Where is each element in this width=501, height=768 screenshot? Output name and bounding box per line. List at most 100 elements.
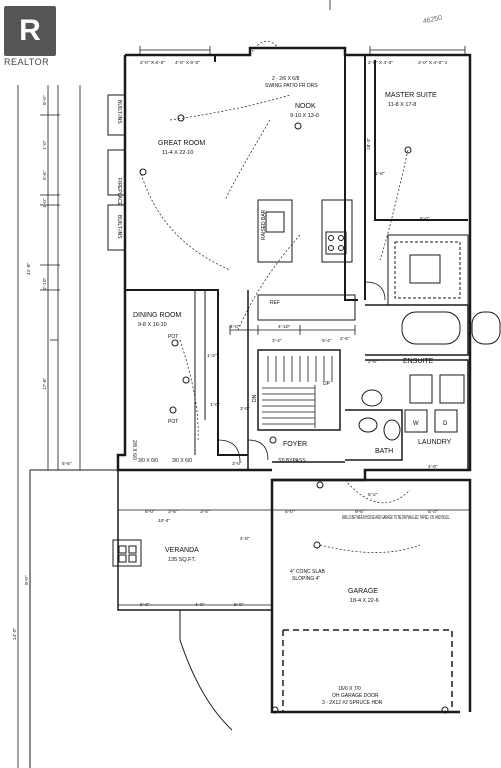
bath-toilet: [383, 419, 401, 441]
raised-bar-island: [257, 199, 293, 263]
dim-mid-9: 10'-4": [158, 518, 171, 524]
washer: [404, 409, 428, 433]
dim-left-10: 14'-0": [12, 627, 18, 640]
dim-top-gr: 2'-0" X 6'-0": [140, 60, 165, 66]
dim-left-3: 5'-6": [42, 170, 48, 180]
dim-mid-5: 5'-4": [322, 338, 332, 344]
stair-dn-label: DN: [252, 394, 258, 402]
fireplace: [107, 149, 126, 196]
kitchen-back-counter: [257, 294, 356, 321]
built-in-label-upper: BUILT-INS: [116, 100, 122, 124]
dim-mid-3: 2'-6": [340, 336, 350, 342]
ensuite-label: ENSUITE: [403, 358, 434, 365]
dim-mid-6: 1'-2": [207, 353, 217, 359]
ensuite-wall: [365, 304, 469, 356]
dim-mid-23: 4'-0": [428, 464, 438, 470]
kitchen-sink: [265, 211, 285, 233]
bathtub: [401, 311, 461, 345]
wall-dining: [125, 289, 248, 456]
garage-wall: [272, 478, 472, 712]
dim-mid-17: 5'-3": [428, 509, 438, 515]
veranda-label: VERANDA: [165, 547, 199, 554]
kitchen-range-counter: [321, 199, 353, 263]
pot-label-1: POT: [168, 334, 178, 340]
pot-label-2: POT: [168, 419, 178, 425]
dryer: [434, 409, 458, 433]
dimension-lines-bottom: [118, 509, 470, 606]
dim-mid-24: 1'-8": [375, 171, 385, 177]
bath-wall: [345, 409, 403, 461]
built-in-label-lower: BUILT-INS: [116, 215, 122, 239]
master-closet-fixture: [409, 254, 441, 284]
veranda-area: 135 SQ.FT.: [168, 557, 196, 563]
great-room-dims: 11-4 X 22-10: [162, 150, 193, 156]
window-label-1: 3/0 X 6/0: [138, 458, 158, 464]
site-line: [29, 469, 118, 768]
window-label-side: 2/8 X 6/0: [131, 440, 137, 460]
wall-nook-master: [214, 55, 358, 301]
dim-mid-14: 4'-0": [195, 602, 205, 608]
cooktop: [325, 231, 347, 255]
patio-dims: 2 - 2/6 X 6/8: [272, 76, 299, 82]
veranda-edge: [117, 470, 272, 611]
dimension-labels: 2'-0" X 6'-0" 4'-0" X 6'-0" 2'-0" X 4'-0…: [12, 60, 448, 640]
garage-door-note-2: OH GARAGE DOOR: [332, 693, 379, 699]
exterior-wall: [125, 46, 472, 714]
garage-door: [282, 629, 453, 712]
dim-mid-12: 4'-8": [240, 536, 250, 542]
dim-mid-1: 4'-0": [230, 324, 240, 330]
fireplace-label: FIREPLACE: [116, 178, 122, 206]
dim-mid-11: 3'-4": [200, 509, 210, 515]
dim-mid-20: 3'-0": [240, 406, 250, 412]
dim-mid-15: 5'-0": [234, 602, 244, 608]
dim-mid-10: 3'-6": [168, 509, 178, 515]
veranda-column: [112, 539, 142, 567]
svg-text:R: R: [19, 14, 41, 47]
nook-label: NOOK: [295, 103, 316, 110]
corner-note: 46250: [422, 15, 443, 26]
walkway: [179, 610, 233, 731]
dim-left-7: 17'-8": [42, 377, 48, 390]
garage-door-note-1: 16/0 X 7/0: [338, 686, 361, 692]
built-in-lower: [107, 204, 126, 251]
realtor-wordmark: REALTOR: [4, 57, 50, 67]
dim-left-9: 9'-0": [24, 575, 30, 585]
light-fixtures: [139, 114, 449, 714]
dim-left-2: 1'-0": [42, 140, 48, 150]
electrical-wiring: [139, 40, 421, 553]
laundry-label: LAUNDRY: [418, 439, 452, 446]
dim-left-1: 5'-0": [42, 95, 48, 105]
dryer-label: D: [443, 421, 448, 427]
realtor-logo-icon: R: [4, 6, 56, 56]
stair-up-label: UP: [323, 381, 331, 387]
dim-top-ms2: 2'-0" X 4'-0" V: [418, 60, 448, 66]
raised-bar-label: RAISED BAR: [261, 209, 267, 240]
dim-mid-26: 5'-0": [285, 509, 295, 515]
great-room-label: GREAT ROOM: [158, 140, 205, 147]
window-label-2: 3/0 X 6/0: [172, 458, 192, 464]
swing-patio-label: SWING PATIO FR DRS: [265, 83, 318, 89]
slab-note-1: 4" CONC SLAB: [290, 569, 326, 575]
dim-mid-22: 2'-6": [368, 359, 378, 365]
dim-left-6: 2'-10": [42, 277, 48, 290]
built-in-upper: [107, 94, 126, 136]
dim-left-5: 41'-8": [26, 262, 32, 275]
ref-label: REF: [270, 300, 280, 306]
bypass-label: 3'0 BYPASS: [278, 458, 306, 464]
dim-mid-25: 18'-3": [366, 137, 372, 150]
room-labels: GREAT ROOM 11-4 X 22-10 NOOK 9-10 X 13-0…: [116, 15, 452, 706]
slab-note-2: SLOPING 4": [292, 576, 320, 582]
foyer-label: FOYER: [283, 441, 307, 448]
master-suite-label: MASTER SUITE: [385, 92, 437, 99]
dim-mid-19: 3'-0": [232, 461, 242, 467]
wall-note-label: WALLS BETWEEN HOUSE AND GARAGE TO BE DRY…: [342, 515, 450, 521]
window-dims-top: [139, 46, 466, 54]
dim-mid-4: 3'-4": [272, 338, 282, 344]
dimension-lines-left: [17, 85, 81, 768]
dim-mid-21: 6'-0": [420, 216, 430, 222]
dining-room-label: DINING ROOM: [133, 312, 181, 319]
exterior-wall-left: [116, 55, 272, 472]
ensuite-toilet: [361, 389, 383, 407]
dim-left-8: 5'-6": [62, 461, 72, 467]
